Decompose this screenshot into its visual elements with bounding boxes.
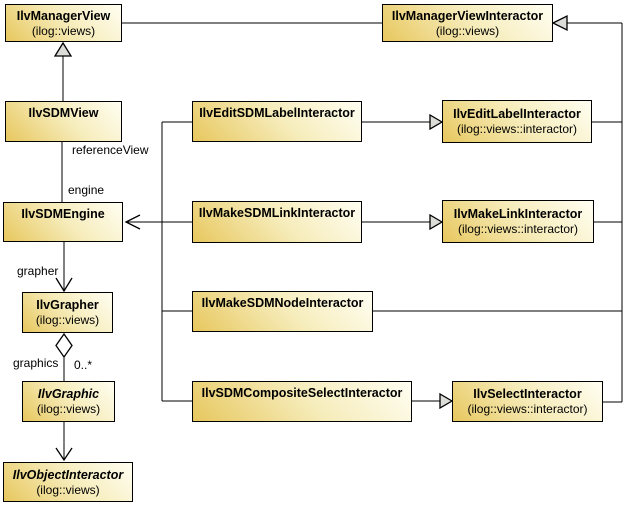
role-label-grapher: grapher — [17, 264, 59, 278]
edge-interactors-sdmengine-association — [124, 121, 192, 402]
class-package: (ilog::views::interactor) — [467, 402, 588, 416]
multiplicity-label: 0..* — [74, 358, 93, 372]
class-box-ilveditlabelinteractor[interactable]: IlvEditLabelInteractor (ilog::views::int… — [442, 100, 592, 143]
role-label-engine: engine — [68, 183, 105, 197]
class-name: IlvObjectInteractor — [12, 467, 124, 482]
edge-graphic-objectinteractor-association — [55, 422, 73, 462]
class-box-ilvsdmview[interactable]: IlvSDMView — [5, 101, 122, 142]
class-package: (ilog::views) — [31, 23, 96, 38]
class-package: (ilog::views) — [435, 23, 500, 38]
class-name: IlvMakeSDMNodeInteractor — [201, 296, 364, 310]
class-name: IlvManagerViewInteractor — [391, 8, 544, 23]
class-name: IlvGrapher — [36, 298, 99, 312]
class-box-ilvmakesdmlinkinteractor[interactable]: IlvMakeSDMLinkInteractor — [192, 201, 362, 243]
class-name: IlvMakeSDMLinkInteractor — [198, 206, 356, 220]
edge-grapher-graphic-aggregation — [55, 332, 73, 381]
class-box-ilvsdmcompositeselectinteractor[interactable]: IlvSDMCompositeSelectInteractor — [192, 381, 412, 422]
class-name: IlvSelectInteractor — [473, 387, 582, 401]
class-name: IlvSDMEngine — [21, 207, 105, 221]
class-box-ilvgrapher[interactable]: IlvGrapher (ilog::views) — [22, 292, 113, 333]
edge-sdmcompositeselect-select-inheritance — [412, 392, 454, 410]
edge-interactors-managerviewinteractor-inheritance — [373, 14, 623, 403]
edge-makesdmlink-makelink-inheritance — [362, 213, 444, 231]
class-box-ilveditsdmlabelinteractor[interactable]: IlvEditSDMLabelInteractor — [192, 101, 362, 142]
class-package: (ilog::views::interactor) — [456, 122, 578, 136]
class-box-ilvmakesdmnodeinteractor[interactable]: IlvMakeSDMNodeInteractor — [192, 291, 373, 332]
class-package: (ilog::views) — [35, 313, 100, 327]
role-label-graphics: graphics — [13, 356, 59, 370]
class-name: IlvGraphic — [37, 387, 100, 401]
class-box-ilvgraphic[interactable]: IlvGraphic (ilog::views) — [22, 381, 115, 422]
class-box-ilvselectinteractor[interactable]: IlvSelectInteractor (ilog::views::intera… — [452, 381, 603, 422]
class-package: (ilog::views::interactor) — [457, 222, 579, 236]
role-label-referenceview: referenceView — [72, 143, 149, 157]
class-name: IlvManagerView — [16, 8, 111, 23]
class-name: IlvEditLabelInteractor — [453, 107, 581, 121]
class-name: IlvSDMCompositeSelectInteractor — [201, 386, 403, 400]
class-package: (ilog::views) — [36, 402, 101, 416]
class-name: IlvSDMView — [28, 106, 99, 120]
class-box-ilvmanagerviewinteractor[interactable]: IlvManagerViewInteractor (ilog::views) — [382, 4, 553, 42]
class-box-ilvmakelinkinteractor[interactable]: IlvMakeLinkInteractor (ilog::views::inte… — [442, 200, 594, 243]
class-box-ilvobjectinteractor[interactable]: IlvObjectInteractor (ilog::views) — [3, 462, 133, 502]
edge-editsdmlabel-editlabel-inheritance — [362, 113, 444, 131]
class-name: IlvMakeLinkInteractor — [453, 207, 583, 221]
class-name: IlvEditSDMLabelInteractor — [199, 106, 355, 120]
class-box-ilvsdmengine[interactable]: IlvSDMEngine — [3, 202, 123, 242]
edge-sdmview-managerview-inheritance — [53, 41, 73, 101]
class-package: (ilog::views) — [36, 482, 100, 497]
class-box-ilvmanagerview[interactable]: IlvManagerView (ilog::views) — [5, 4, 122, 42]
edge-sdmengine-grapher-association — [55, 242, 73, 293]
